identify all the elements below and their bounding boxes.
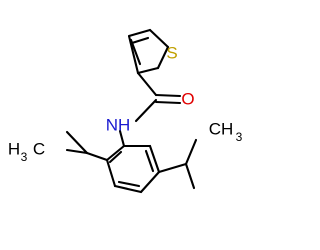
- sulfur-atom-label: S: [166, 43, 177, 62]
- methyl-left-label: H 3 C: [8, 139, 45, 164]
- bond-ar-2-3: [105, 158, 117, 188]
- bond-carbonyl-o-1: [154, 93, 182, 98]
- bond-isopropyl-right-bottom: [184, 162, 196, 190]
- isopropyl-left: [65, 130, 109, 162]
- methyl-left-tail: C: [33, 139, 45, 158]
- bond-c4-s: [156, 45, 170, 70]
- bond-c2-c3-double: [130, 36, 150, 45]
- molecule-diagram: S O NH H 3 C CH 3: [8, 28, 243, 194]
- carbonyl-group: [134, 71, 182, 123]
- bond-c5-c4-double: [129, 38, 142, 66]
- bond-ar-1-2: [105, 144, 126, 162]
- bond-s-c5: [136, 66, 160, 75]
- isopropyl-right: [157, 138, 198, 190]
- bond-isopropyl-left-methyl: [65, 148, 89, 155]
- bond-ar-double-1: [108, 150, 123, 164]
- bond-ar-5-6: [148, 144, 161, 174]
- methyl-left-main: H: [8, 139, 20, 158]
- benzene-ring: [105, 144, 161, 194]
- bond-n-aryl: [118, 129, 126, 148]
- nitrogen-atom-label: NH: [106, 115, 131, 134]
- bond-ar-isopropyl-left: [85, 151, 109, 162]
- thiophene-ring: [127, 28, 170, 75]
- bond-c3-c4: [148, 28, 170, 49]
- methyl-right-subscript: 3: [236, 130, 243, 144]
- methyl-left-subscript: 3: [21, 150, 28, 164]
- bond-c5-c2: [127, 34, 140, 75]
- bond-carbonyl-o-2: [154, 100, 182, 105]
- bond-ar-double-3: [144, 149, 155, 173]
- methyl-right-main: CH: [209, 119, 234, 138]
- bond-ring-carbonyl: [136, 71, 158, 97]
- bond-ar-4-5: [139, 170, 161, 194]
- bond-isopropyl-left-top: [65, 130, 89, 155]
- methyl-right-label: CH 3: [209, 119, 243, 144]
- bond-ar-3-4: [113, 184, 143, 194]
- bond-isopropyl-right-methyl: [184, 138, 198, 166]
- bond-ar-isopropyl-right: [157, 162, 188, 174]
- bond-c2-c3: [127, 28, 152, 38]
- bond-ar-double-2: [117, 180, 141, 188]
- oxygen-atom-label: O: [181, 89, 194, 108]
- bond-carbonyl-n: [134, 98, 158, 123]
